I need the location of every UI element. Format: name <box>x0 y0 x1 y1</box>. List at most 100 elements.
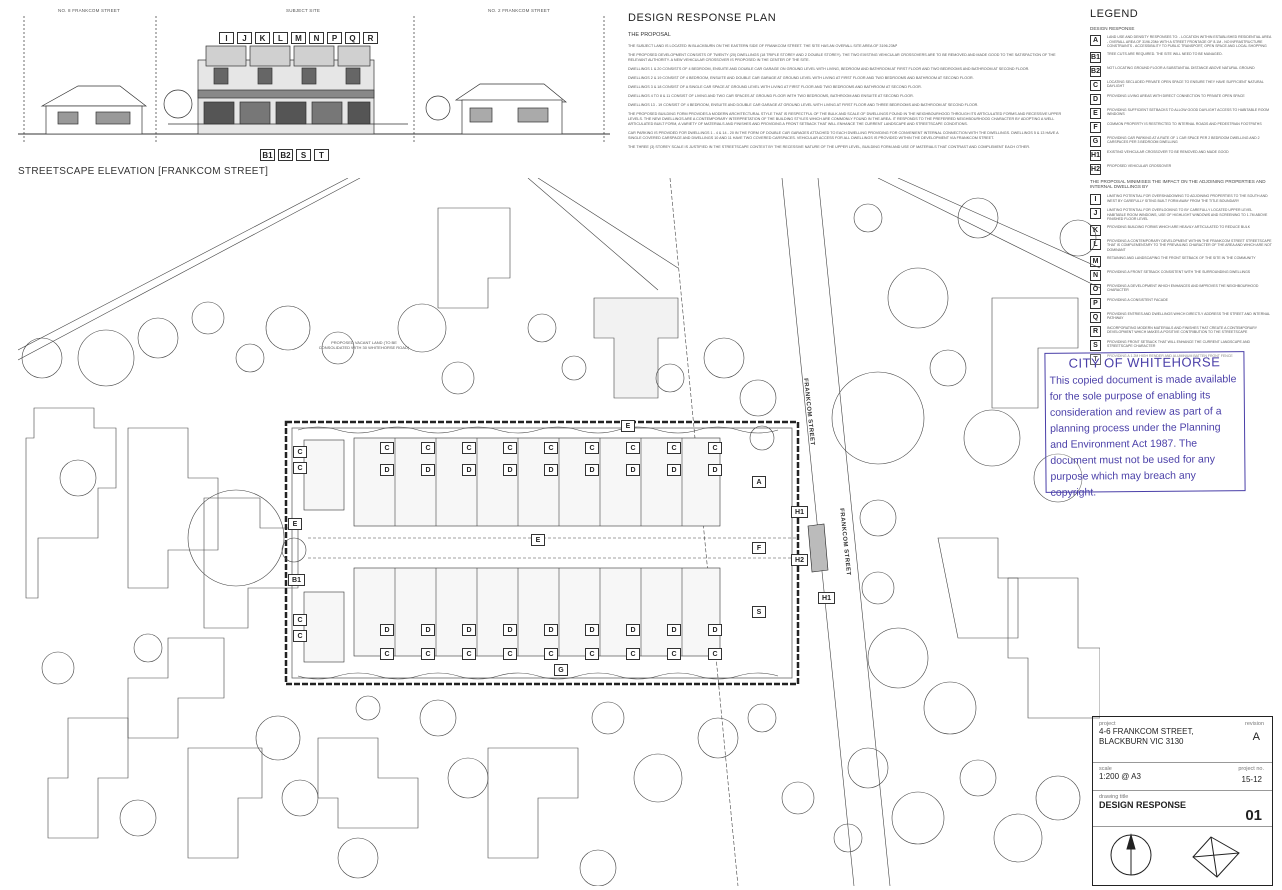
legend-description: PROVIDING SUFFICIENT SETBACKS TO ALLOW G… <box>1107 107 1270 117</box>
legend-code: K <box>1090 224 1101 236</box>
plan-tag-c: C <box>585 648 599 660</box>
legend-description: PROVIDING FRONT SETBACK THAT WILL ENHANC… <box>1107 339 1251 349</box>
proposal-paragraph: THE PROPOSED DEVELOPMENT CONSISTS OF TWE… <box>628 53 1056 62</box>
legend-description: TREE CUTS ARE REQUIRED. THE SITE WILL NE… <box>1107 51 1223 56</box>
elevation-label-right: NO. 2 FRANKCOM STREET <box>488 8 550 13</box>
plan-tag-d: D <box>380 464 394 476</box>
legend-code: F <box>1090 121 1101 133</box>
legend-description: PROVIDING ENTRIES AND DWELLINGS WHICH DI… <box>1107 311 1270 321</box>
elevation-label-left: NO. 8 FRANKCOM STREET <box>58 8 120 13</box>
plan-tag-d: D <box>503 624 517 636</box>
marker-k: K <box>255 32 270 44</box>
marker-m: M <box>291 32 306 44</box>
stamp-title: CITY OF WHITEHORSE <box>1068 354 1221 371</box>
proposal-paragraph: DWELLINGS 1 & 20 CONSISTS OF 4 BEDROOM, … <box>628 67 1030 71</box>
legend-code: P <box>1090 297 1101 309</box>
sheet-number: 01 <box>1245 807 1262 824</box>
plan-tag-c: C <box>462 648 476 660</box>
marker-i: I <box>219 32 234 44</box>
legend-description: LAND USE AND DENSITY RESPONSES TO: - LOC… <box>1107 35 1272 49</box>
plan-tag-s: S <box>752 606 766 618</box>
legend-description: PROVIDING BUILDING FORMS WHICH ARE HEAVI… <box>1107 224 1251 229</box>
legend-item: T PROVIDING A 1.2M HIGH RENDER AND ALUMIN… <box>1090 353 1272 365</box>
scale-label: scale <box>1099 766 1112 772</box>
proposal-paragraph: THE THREE (3) STOREY SCALE IS JUSTIFIED … <box>628 145 1031 149</box>
project-address: 4-6 FRANKCOM STREET, BLACKBURN VIC 3130 <box>1099 727 1194 746</box>
plan-tag-c: C <box>421 648 435 660</box>
proposal-paragraph: CAR PARKING IS PROVIDED FOR DWELLINGS 1 … <box>628 131 1059 140</box>
design-response-text: DESIGN RESPONSE PLAN THE PROPOSAL THE SU… <box>628 12 1072 154</box>
plan-tag-c: C <box>503 442 517 454</box>
legend-code: I <box>1090 193 1101 205</box>
legend-code: J <box>1090 207 1101 219</box>
proposal-paragraph: DWELLINGS 3 & 18 CONSIST OF A SINGLE CAR… <box>628 85 922 89</box>
council-stamp: CITY OF WHITEHORSE This copied document … <box>1044 351 1246 499</box>
legend-list: A LAND USE AND DENSITY RESPONSES TO: - LO… <box>1090 35 1272 175</box>
legend-section-heading: THE PROPOSAL MINIMISES THE IMPACT ON THE… <box>1090 178 1266 190</box>
legend-description: PROVIDING A 1.2M HIGH RENDER AND ALUMINI… <box>1107 353 1233 358</box>
plan-tag-d: D <box>503 464 517 476</box>
plan-tag-c: C <box>544 442 558 454</box>
plan-tag-c: C <box>293 446 307 458</box>
plan-tag-g: G <box>554 664 568 676</box>
legend-code: H2 <box>1090 163 1101 175</box>
plan-tag-d: D <box>421 624 435 636</box>
plan-tag-c: C <box>667 442 681 454</box>
legend-description: NOT LOCATING GROUND FLOOR A SUBSTANTIAL … <box>1107 65 1255 70</box>
legend-list: I LIMITING POTENTIAL FOR OVERSHADOWING TO… <box>1090 193 1272 365</box>
legend-code: D <box>1090 93 1101 105</box>
legend-section-heading: DESIGN RESPONSE <box>1090 26 1135 31</box>
project-label: project <box>1099 721 1116 727</box>
legend-code: S <box>1090 339 1101 351</box>
legend-description: RETAINING AND LANDSCAPING THE FRONT SETB… <box>1107 255 1256 260</box>
scale-value: 1:200 @ A3 <box>1099 772 1141 781</box>
legend-code: O <box>1090 283 1101 295</box>
legend-description: PROVIDING LIVING AREAS WITH DIRECT CONNE… <box>1107 93 1245 98</box>
plan-tag-c: C <box>626 442 640 454</box>
marker-b2: B2 <box>278 149 293 161</box>
plan-tag-c: C <box>293 630 307 642</box>
design-response-title: DESIGN RESPONSE PLAN <box>628 12 777 24</box>
legend-description: PROVIDING A DEVELOPMENT WHICH ENHANCES A… <box>1107 283 1259 293</box>
marker-l: L <box>273 32 288 44</box>
plan-tag-e: E <box>288 518 302 530</box>
marker-t: T <box>314 149 329 161</box>
project-no-label: project no. <box>1238 766 1264 772</box>
legend-code: T <box>1090 353 1101 365</box>
legend-code: C <box>1090 79 1101 91</box>
plan-tag-a: A <box>752 476 766 488</box>
plan-tag-c: C <box>667 648 681 660</box>
proposal-paragraph: THE SUBJECT LAND IS LOCATED IN BLACKBURN… <box>628 44 898 48</box>
plan-tag-e: E <box>621 420 635 432</box>
legend-code: A <box>1090 35 1101 46</box>
plan-tag-d: D <box>585 464 599 476</box>
proposal-paragraph: THE PROPOSED BUILDING FORM PROVIDES A MO… <box>628 112 1062 126</box>
legend-item: A LAND USE AND DENSITY RESPONSES TO: - LO… <box>1090 35 1272 49</box>
legend-item: K PROVIDING BUILDING FORMS WHICH ARE HEAV… <box>1090 224 1272 236</box>
elevation-label-subject: SUBJECT SITE <box>286 8 321 13</box>
legend-description: EXISTING VEHICULAR CROSSOVER TO BE REMOV… <box>1107 149 1229 154</box>
proposal-paragraph: DWELLINGS 2 & 19 CONSIST OF 4 BEDROOM, E… <box>628 76 974 80</box>
plan-tag-c: C <box>380 442 394 454</box>
design-response-subtitle: THE PROPOSAL <box>628 32 671 38</box>
marker-s: S <box>296 149 311 161</box>
plan-tag-c: C <box>626 648 640 660</box>
elevation-markers-top: I J K L M N P Q R <box>219 32 378 44</box>
legend-code: N <box>1090 269 1101 281</box>
plan-tag-d: D <box>462 464 476 476</box>
revision-value: A <box>1252 731 1260 743</box>
legend-description: LIMITING POTENTIAL FOR OVERSHADOWING TO … <box>1107 193 1268 203</box>
legend-code: R <box>1090 325 1101 337</box>
plan-tag-c: C <box>380 648 394 660</box>
title-block: project 4-6 FRANKCOM STREET, BLACKBURN V… <box>1092 716 1273 886</box>
legend-code: G <box>1090 135 1101 147</box>
